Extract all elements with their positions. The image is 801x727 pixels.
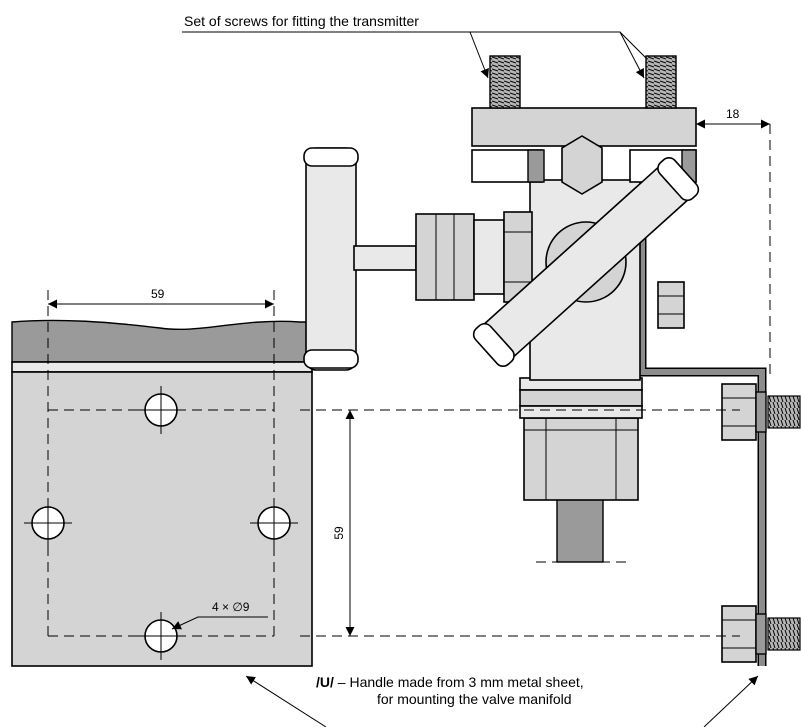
handle-line1: Handle made from 3 mm metal sheet, — [349, 674, 583, 690]
screws-callout-label: Set of screws for fitting the transmitte… — [184, 13, 419, 29]
screw-right — [645, 55, 677, 109]
top-hex — [561, 135, 603, 195]
mounting-holes — [24, 290, 298, 660]
stem-gland — [415, 213, 475, 301]
handle-dash: – — [334, 674, 350, 690]
handle-description-line2: for mounting the valve manifold — [377, 691, 572, 707]
manifold-body — [471, 55, 697, 563]
t-handle-bar — [305, 147, 357, 371]
lower-pipe — [556, 497, 604, 563]
dimensions — [48, 31, 771, 727]
handle-description-line1: /U/ – Handle made from 3 mm metal sheet, — [316, 674, 584, 690]
angled-valve — [472, 156, 700, 368]
dimension-59-horizontal-label: 59 — [151, 287, 165, 301]
holes-label: 4 × ∅9 — [212, 600, 250, 614]
wall-plate — [11, 319, 313, 667]
dimension-59-vertical-label: 59 — [332, 526, 346, 540]
plate-edge — [11, 361, 313, 373]
lower-nut — [523, 417, 639, 501]
handle-code: /U/ — [316, 674, 334, 690]
dimension-18-label: 18 — [726, 107, 740, 121]
horizontal-valve — [303, 147, 533, 371]
stem-nut — [503, 211, 533, 303]
wall-section — [11, 319, 313, 363]
handle-bolts — [721, 383, 801, 663]
screw-left — [489, 55, 521, 109]
valve-stem — [353, 245, 417, 271]
side-nut — [657, 281, 685, 329]
